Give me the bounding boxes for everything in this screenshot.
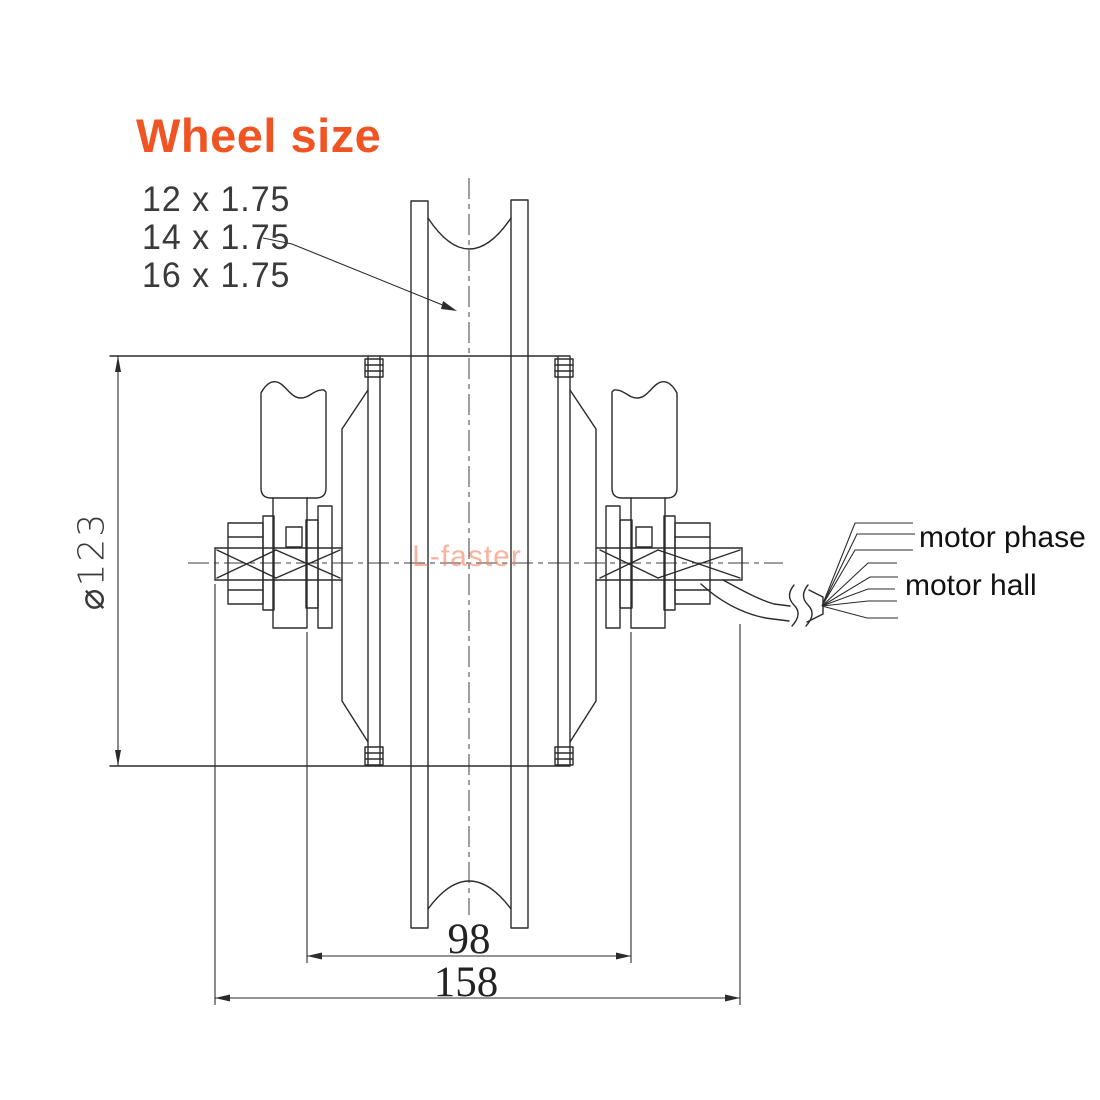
motor-cable bbox=[701, 523, 915, 626]
center-lines bbox=[188, 178, 783, 915]
dimension-label-diameter: ⌀123 bbox=[71, 511, 113, 611]
watermark: L-faster bbox=[412, 540, 522, 573]
wheel-size-option-14: 14 x 1.75 bbox=[142, 218, 291, 257]
rim-outline bbox=[411, 200, 528, 928]
right-side-cover bbox=[570, 390, 596, 742]
phase-wires bbox=[822, 523, 915, 606]
motor-hall-label: motor hall bbox=[905, 569, 1037, 602]
wheel-size-option-16: 16 x 1.75 bbox=[142, 256, 291, 295]
page-title: Wheel size bbox=[136, 109, 382, 162]
motor-phase-label: motor phase bbox=[919, 521, 1086, 554]
left-side-cover bbox=[342, 390, 368, 742]
spoke-nipples bbox=[365, 359, 573, 765]
hall-wires bbox=[822, 563, 898, 618]
axle-left bbox=[215, 506, 342, 628]
cable-break-mark bbox=[790, 585, 799, 626]
dimension-98 bbox=[307, 632, 631, 963]
motor-drum bbox=[110, 356, 596, 766]
dimension-label-158: 158 bbox=[433, 959, 499, 1006]
dimension-158 bbox=[215, 584, 740, 1005]
axle-right bbox=[596, 506, 742, 628]
dimension-diameter-123 bbox=[115, 356, 121, 766]
wheel-size-option-12: 12 x 1.75 bbox=[142, 180, 291, 219]
wheel-size-leader bbox=[263, 238, 457, 311]
dimension-label-98: 98 bbox=[447, 916, 491, 963]
